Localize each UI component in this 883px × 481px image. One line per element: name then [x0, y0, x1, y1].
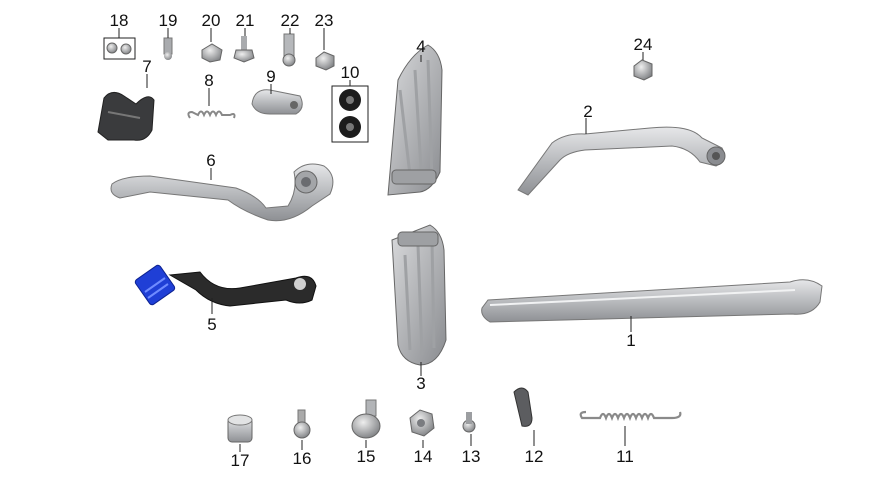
- leader-lines: [118, 28, 644, 452]
- part-20-flange-nut: [201, 43, 223, 63]
- part-16-bolt: [293, 409, 311, 439]
- callout-8: 8: [204, 71, 213, 90]
- callout-9: 9: [266, 67, 275, 86]
- part-17-spacer: [227, 414, 253, 443]
- part-24-nut: [633, 59, 653, 81]
- part-6-brake-pedal: [110, 163, 334, 222]
- callout-22: 22: [281, 11, 300, 30]
- callout-10: 10: [341, 63, 360, 82]
- part-4-footpeg-upper: [387, 44, 443, 196]
- callout-18: 18: [110, 11, 129, 30]
- part-23-nut: [315, 51, 335, 71]
- callout-3: 3: [416, 374, 425, 393]
- part-11-long-spring: [579, 410, 682, 422]
- part-9-spring-bracket: [251, 89, 303, 115]
- part-10-bearings: [331, 85, 369, 143]
- part-1-side-stand: [481, 279, 823, 323]
- callout-23: 23: [315, 11, 334, 30]
- callout-24: 24: [634, 35, 653, 54]
- callout-5: 5: [207, 315, 216, 334]
- callout-21: 21: [236, 11, 255, 30]
- part-12-link-plate: [513, 387, 533, 427]
- callout-16: 16: [293, 449, 312, 468]
- part-22-shoulder-bolt: [282, 33, 296, 67]
- part-7-pedal-tip: [97, 92, 155, 141]
- callout-6: 6: [206, 151, 215, 170]
- part-2-kickstart-lever: [517, 126, 726, 196]
- callout-12: 12: [525, 447, 544, 466]
- callout-1: 1: [626, 331, 635, 350]
- callout-20: 20: [202, 11, 221, 30]
- part-13-small-bolt: [462, 412, 476, 433]
- callout-13: 13: [462, 447, 481, 466]
- part-15-pivot-bolt: [351, 399, 381, 439]
- callout-19: 19: [159, 11, 178, 30]
- part-18-screws-pair: [103, 37, 136, 60]
- callout-14: 14: [414, 447, 433, 466]
- part-3-footpeg-lower: [391, 224, 447, 366]
- callout-11: 11: [616, 447, 634, 466]
- callout-labels: 1 2 3 4 5 6 7 8 9 10 11 12 13 14 15 16 1…: [110, 11, 653, 470]
- callout-7: 7: [142, 57, 151, 76]
- callout-4: 4: [416, 37, 425, 56]
- callout-15: 15: [357, 447, 376, 466]
- callout-2: 2: [583, 102, 592, 121]
- part-8-small-spring: [187, 110, 236, 119]
- part-14-nut: [409, 409, 435, 437]
- part-19-bolt: [163, 37, 173, 60]
- part-21-hex-bolt: [233, 36, 255, 63]
- part-5-gear-shift-lever: [134, 264, 317, 307]
- callout-17: 17: [231, 451, 250, 470]
